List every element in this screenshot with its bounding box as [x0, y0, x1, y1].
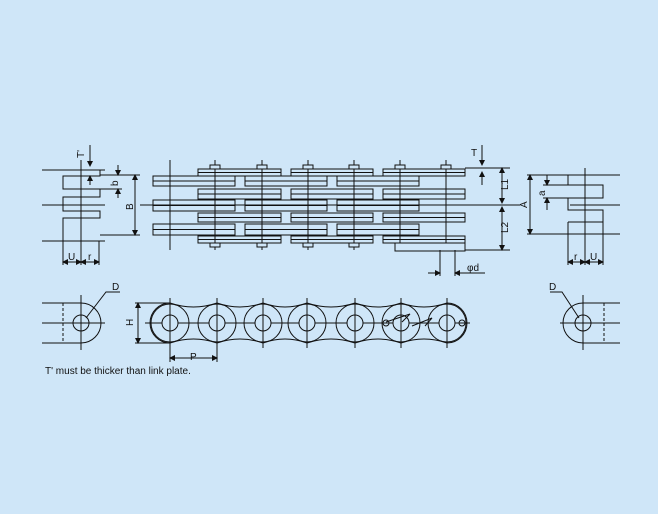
a-label: a — [537, 190, 548, 196]
left-end-view — [42, 145, 140, 265]
pin-head — [348, 164, 360, 170]
H-label: H — [125, 319, 136, 326]
right-side-view — [550, 291, 620, 350]
pin-head — [256, 164, 268, 170]
pin-head — [348, 242, 360, 248]
T-label: T — [471, 148, 477, 159]
A-label: A — [519, 201, 530, 208]
chain-plan-view — [140, 145, 520, 276]
clip-end — [458, 319, 466, 327]
footnote: T' must be thicker than link plate. — [45, 366, 191, 377]
P-label: P — [190, 352, 197, 363]
r-right-label: r — [574, 252, 578, 263]
pin-head — [209, 164, 221, 170]
U-left-label: U — [68, 252, 75, 263]
spring-clip — [385, 313, 433, 327]
pin-head — [440, 164, 452, 170]
chain-side-view — [135, 298, 470, 362]
right-end-view — [527, 168, 620, 265]
left-side-view — [42, 291, 120, 350]
L1-label: L1 — [500, 178, 511, 190]
U-right-label: U — [590, 252, 597, 263]
r-left-label: r — [88, 252, 92, 263]
connecting-plate — [394, 242, 466, 252]
L2-label: L2 — [500, 221, 511, 233]
b-label: b — [110, 180, 121, 186]
D-left-label: D — [112, 282, 119, 293]
B-label: B — [125, 203, 136, 210]
clip-end — [382, 319, 390, 327]
pin-head — [302, 164, 314, 170]
pin-head — [394, 164, 406, 170]
D-right-label: D — [549, 282, 556, 293]
t-prime-label: T' — [76, 150, 87, 158]
pin-head — [256, 242, 268, 248]
pin-head — [209, 242, 221, 248]
pin-head — [302, 242, 314, 248]
phi-d-label: φd — [467, 263, 479, 274]
